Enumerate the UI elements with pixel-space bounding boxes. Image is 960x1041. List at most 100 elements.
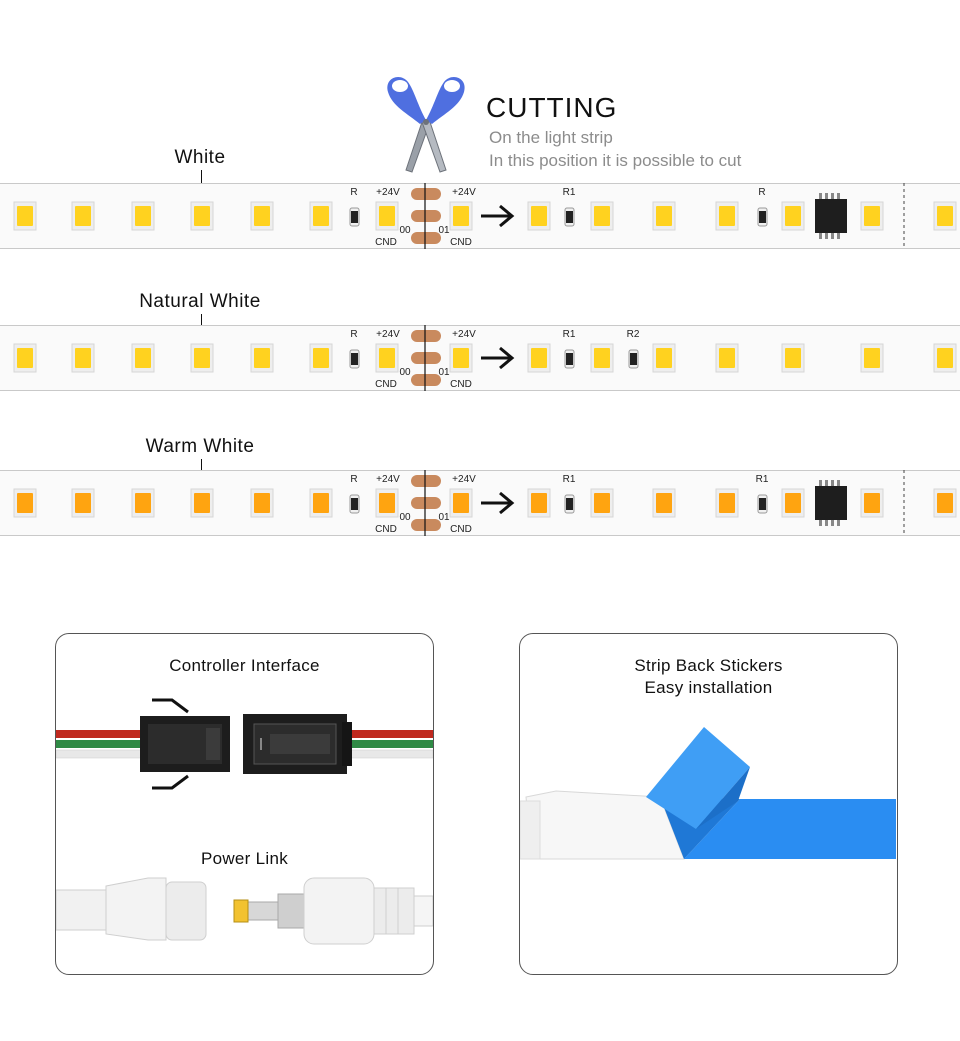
led-chip: [652, 201, 676, 231]
resistor-label: R: [758, 187, 765, 198]
led-chip: [375, 488, 399, 518]
scissors-icon: [378, 70, 474, 174]
led-chip: [309, 488, 333, 518]
led-chip: [527, 343, 551, 373]
resistor: [349, 349, 360, 369]
resistor-label: R1: [563, 329, 576, 340]
led-chip: [71, 201, 95, 231]
resistor-label: R1: [563, 187, 576, 198]
plus24v-label: +24V: [376, 329, 400, 340]
resistor: [564, 349, 575, 369]
led-chip: [131, 343, 155, 373]
led-chip: [933, 201, 957, 231]
pad-label: 00: [399, 367, 411, 378]
adhesive-tape-image: [520, 719, 897, 879]
resistor-label: R2: [627, 329, 640, 340]
led-chip: [71, 488, 95, 518]
sticker-panel: Strip Back Stickers Easy installation: [519, 633, 898, 975]
resistor-label: R: [350, 187, 357, 198]
led-chip: [250, 201, 274, 231]
led-chip: [449, 488, 473, 518]
resistor: [757, 207, 768, 227]
led-chip: [590, 201, 614, 231]
led-chip: [652, 488, 676, 518]
resistor-label: R: [350, 474, 357, 485]
led-chip: [652, 343, 676, 373]
strip-label-natural-white: Natural White: [139, 291, 261, 312]
pad-label: 00: [399, 225, 411, 236]
strip-label-white: White: [174, 147, 226, 168]
led-chip: [190, 343, 214, 373]
pad-label: 01: [438, 512, 450, 523]
led-chip: [715, 201, 739, 231]
led-chip: [860, 201, 884, 231]
cutting-line-1: On the light strip: [489, 128, 613, 147]
led-chip: [715, 343, 739, 373]
power-link-title: Power Link: [200, 849, 289, 868]
led-chip: [375, 343, 399, 373]
ic-chip: [815, 480, 847, 526]
led-chip: [933, 343, 957, 373]
led-chip: [250, 488, 274, 518]
plus24v-label: +24V: [452, 474, 476, 485]
stickers-title-line-1: Strip Back Stickers: [634, 656, 783, 675]
led-chip: [131, 488, 155, 518]
led-chip: [131, 201, 155, 231]
solder-pads: [411, 475, 441, 531]
plus24v-label: +24V: [376, 474, 400, 485]
stickers-title-line-2: Easy installation: [644, 678, 773, 697]
led-chip: [527, 201, 551, 231]
led-chip: [13, 343, 37, 373]
led-chip: [590, 343, 614, 373]
resistor: [564, 494, 575, 514]
led-chip: [13, 488, 37, 518]
gnd-label: CND: [375, 237, 397, 248]
plus24v-label: +24V: [452, 329, 476, 340]
resistor-label: R: [350, 329, 357, 340]
gnd-label: CND: [450, 379, 472, 390]
resistor: [564, 207, 575, 227]
led-chip: [449, 201, 473, 231]
led-chip: [449, 343, 473, 373]
led-chip: [933, 488, 957, 518]
led-chip: [13, 201, 37, 231]
pad-label: 01: [438, 225, 450, 236]
jst-connector-image: [56, 694, 433, 804]
led-chip: [309, 343, 333, 373]
led-chip: [715, 488, 739, 518]
led-chip: [190, 201, 214, 231]
connector-panel: Controller Interface Power Link: [55, 633, 434, 975]
arrow-right-icon: [481, 204, 515, 228]
led-chip: [781, 343, 805, 373]
led-chip: [781, 201, 805, 231]
pad-label: 01: [438, 367, 450, 378]
controller-interface-title: Controller Interface: [169, 656, 320, 675]
led-chip: [860, 343, 884, 373]
plus24v-label: +24V: [376, 187, 400, 198]
led-chip: [527, 488, 551, 518]
plus24v-label: +24V: [452, 187, 476, 198]
gnd-label: CND: [450, 524, 472, 535]
resistor: [349, 207, 360, 227]
arrow-right-icon: [481, 346, 515, 370]
resistor: [757, 494, 768, 514]
led-chip: [71, 343, 95, 373]
led-chip: [590, 488, 614, 518]
solder-pads: [411, 330, 441, 386]
resistor: [628, 349, 639, 369]
led-chip: [309, 201, 333, 231]
resistor: [349, 494, 360, 514]
gnd-label: CND: [375, 379, 397, 390]
dc-power-connector-image: [56, 874, 433, 964]
ic-chip: [815, 193, 847, 239]
strip-label-warm-white: Warm White: [145, 436, 255, 457]
pad-label: 00: [399, 512, 411, 523]
led-chip: [781, 488, 805, 518]
led-chip: [250, 343, 274, 373]
